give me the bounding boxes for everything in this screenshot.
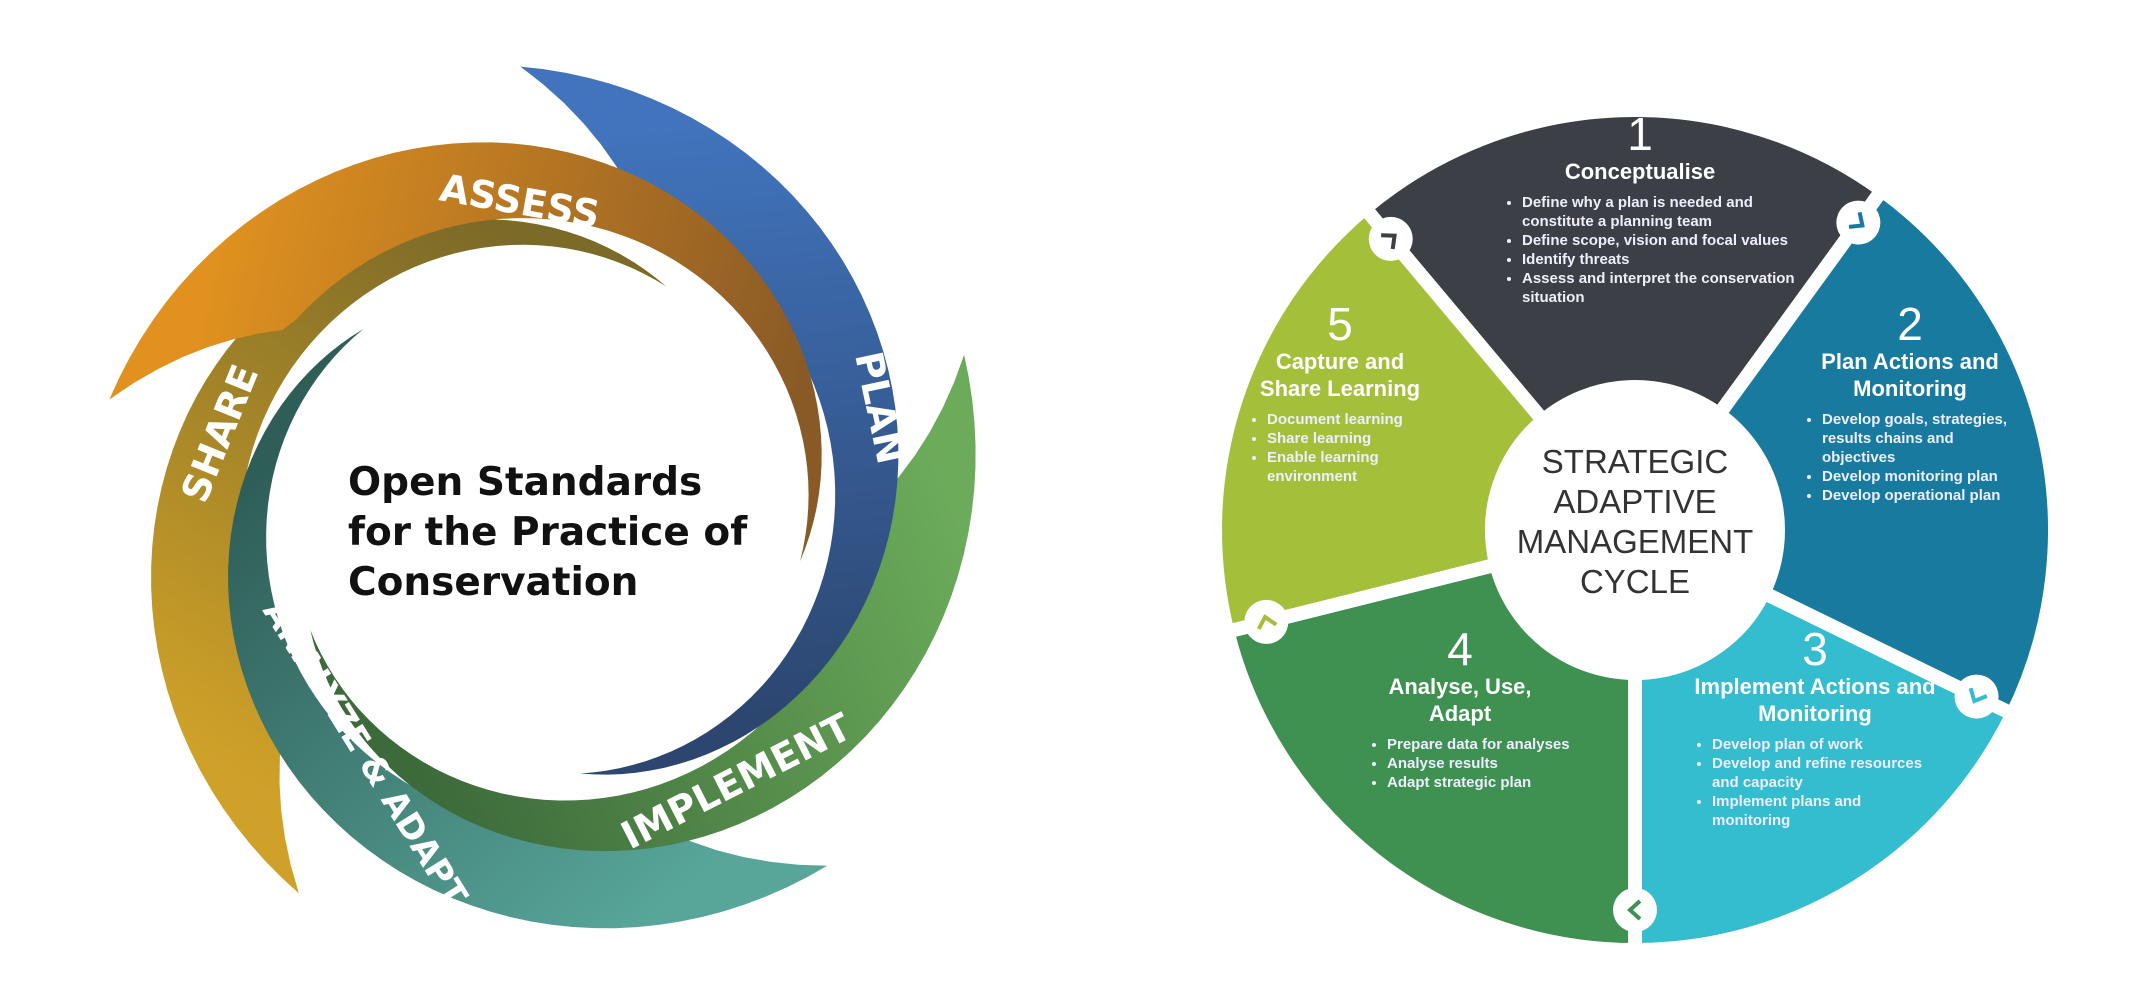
segment-title: Conceptualise bbox=[1564, 159, 1716, 184]
segment-title: Capture and Share Learning bbox=[1259, 349, 1421, 401]
segment-number: 5 bbox=[1327, 298, 1353, 350]
center-line: ADAPTIVE bbox=[1553, 483, 1717, 520]
cycle-arrow-marker bbox=[1368, 216, 1413, 261]
cycle-arrow-marker bbox=[1836, 200, 1881, 245]
segment-number: 2 bbox=[1897, 298, 1923, 350]
swirl-band-implement bbox=[310, 354, 976, 852]
segment-number: 4 bbox=[1447, 623, 1473, 675]
segment-conceptualise: 1 Conceptualise Define why a plan is nee… bbox=[1470, 110, 1810, 307]
open-standards-title: Open Standards for the Practice of Conse… bbox=[348, 458, 788, 608]
segment-title: Implement Actions and Monitoring bbox=[1694, 674, 1936, 726]
segment-title: Plan Actions and Monitoring bbox=[1821, 349, 1999, 401]
bullet: Develop and refine resources and capacit… bbox=[1712, 754, 1942, 792]
bullet: Document learning bbox=[1267, 410, 1447, 429]
bullet: Adapt strategic plan bbox=[1387, 773, 1587, 792]
cycle-segment-implement-actions bbox=[1628, 585, 2020, 957]
cycle-segment-conceptualise bbox=[1358, 103, 1889, 428]
title-line: for the Practice of bbox=[348, 510, 748, 555]
cycle-arrow-marker bbox=[1613, 888, 1657, 932]
segment-number: 3 bbox=[1802, 623, 1828, 675]
cycle-arrow-marker bbox=[1244, 599, 1289, 644]
bullet: Analyse results bbox=[1387, 754, 1587, 773]
cycle-arrow-marker bbox=[1954, 674, 1999, 719]
center-line: CYCLE bbox=[1579, 563, 1691, 600]
swirl-band-assess bbox=[109, 142, 822, 562]
title-line: Conservation bbox=[348, 560, 639, 605]
bullet: Identify threats bbox=[1522, 250, 1812, 269]
segment-number: 1 bbox=[1627, 108, 1653, 160]
segment-implement-actions: 3 Implement Actions and Monitoring Devel… bbox=[1680, 625, 1950, 830]
cycle-segment-analyse-use-adapt bbox=[1220, 557, 1642, 957]
swirl-band-analyze-adapt bbox=[228, 328, 828, 929]
center-line: STRATEGIC bbox=[1541, 443, 1729, 480]
segment-title: Analyse, Use, Adapt bbox=[1388, 674, 1532, 726]
bullet: Enable learning environment bbox=[1267, 448, 1447, 486]
cycle-segment-capture-share-learning bbox=[1208, 201, 1551, 639]
cycle-segment-plan-actions bbox=[1712, 183, 2062, 722]
swirl-band-plan bbox=[520, 66, 899, 775]
title-line: Open Standards bbox=[348, 460, 703, 505]
center-line: MANAGEMENT bbox=[1516, 523, 1754, 560]
bullet: Define scope, vision and focal values bbox=[1522, 231, 1812, 250]
segment-capture-share-learning: 5 Capture and Share Learning Document le… bbox=[1245, 300, 1435, 486]
bullet: Share learning bbox=[1267, 429, 1447, 448]
bullet: Develop plan of work bbox=[1712, 735, 1942, 754]
bullet: Develop operational plan bbox=[1822, 486, 2022, 505]
chevron-icon bbox=[1848, 211, 1865, 229]
chevron-icon bbox=[1381, 233, 1397, 250]
chevron-icon bbox=[1968, 687, 1988, 704]
segment-analyse-use-adapt: 4 Analyse, Use, Adapt Prepare data for a… bbox=[1365, 623, 1570, 792]
bullet: Develop goals, strategies, results chain… bbox=[1822, 410, 2022, 467]
bullet: Assess and interpret the conservation si… bbox=[1522, 269, 1812, 307]
bullet: Define why a plan is needed and constitu… bbox=[1522, 193, 1812, 231]
bullet: Develop monitoring plan bbox=[1822, 467, 2022, 486]
chevron-icon bbox=[1256, 614, 1278, 630]
bullet: Prepare data for analyses bbox=[1387, 735, 1587, 754]
bullet: Implement plans and monitoring bbox=[1712, 792, 1942, 830]
segment-plan-actions: 2 Plan Actions and Monitoring Develop go… bbox=[1800, 300, 2020, 505]
cycle-center-label: STRATEGIC ADAPTIVE MANAGEMENT CYCLE bbox=[1482, 442, 1788, 602]
chevron-icon bbox=[1627, 899, 1642, 921]
